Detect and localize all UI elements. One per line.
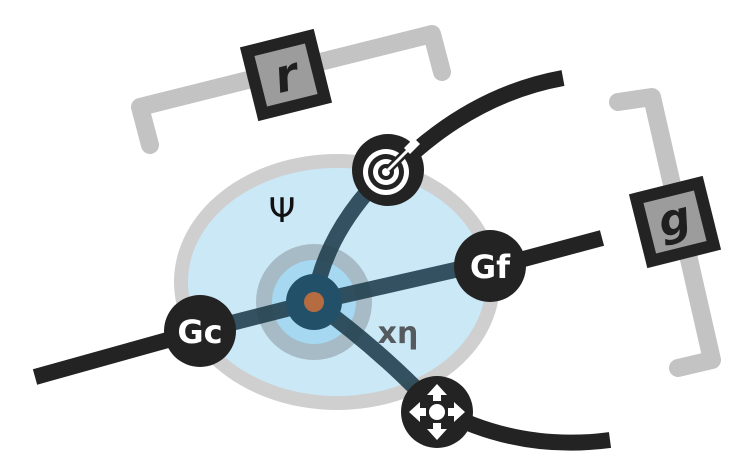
node-gf-label: Gf (470, 248, 511, 286)
node-gc-label: Gc (177, 313, 222, 351)
bracket-r: r (131, 25, 451, 154)
psi-label: Ψ (269, 191, 296, 231)
move-arrows-icon (409, 384, 465, 440)
x-eta-label: xη (378, 316, 419, 351)
target-icon (363, 138, 420, 195)
node-target[interactable] (352, 134, 424, 206)
node-gc[interactable]: Gc (164, 295, 236, 367)
bracket-g: g (609, 88, 722, 377)
bracket-g-box[interactable]: g (628, 175, 722, 269)
node-move[interactable] (401, 376, 473, 448)
node-gf[interactable]: Gf (454, 230, 526, 302)
bracket-r-box[interactable]: r (239, 28, 333, 122)
nucleus[interactable] (304, 292, 324, 312)
